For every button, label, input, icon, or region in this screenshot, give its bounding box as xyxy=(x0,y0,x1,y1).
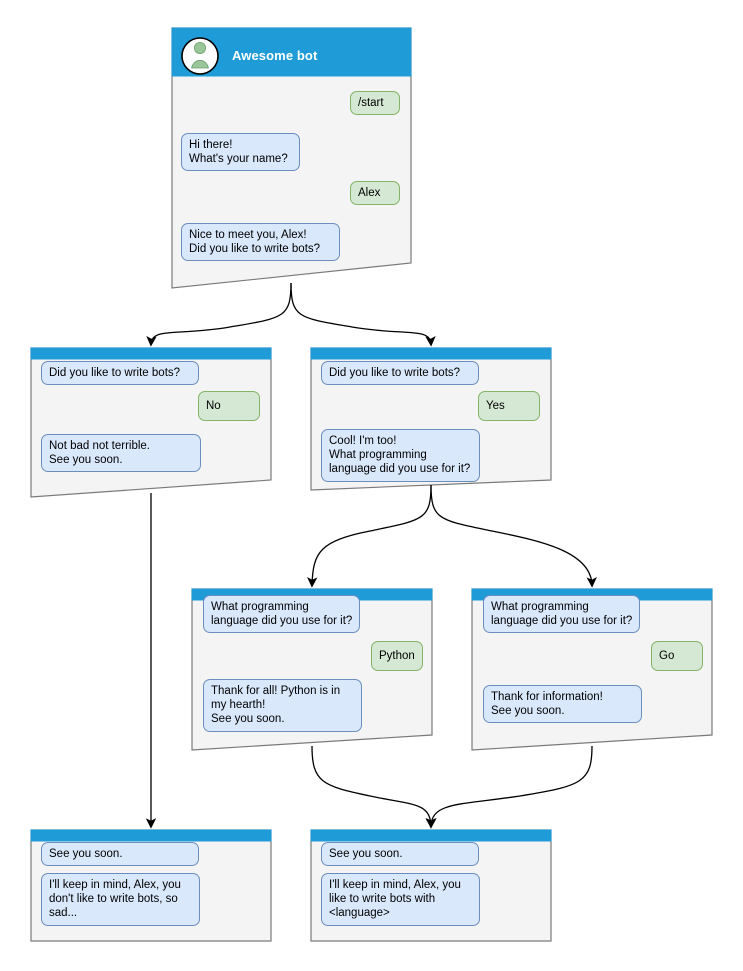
message-bubble-user[interactable]: Python xyxy=(371,641,423,671)
edge-start-to-yes xyxy=(290,282,436,347)
bot-title: Awesome bot xyxy=(232,48,318,63)
message-bubble-bot[interactable]: Did you like to write bots? xyxy=(41,361,199,386)
message-bubble-user[interactable]: /start xyxy=(350,91,400,116)
edge-yes-to-go xyxy=(430,484,597,588)
edge-start-to-no xyxy=(146,282,292,347)
message-bubble-bot[interactable]: Not bad not terrible. See you soon. xyxy=(41,434,201,473)
message-bubble-bot[interactable]: I'll keep in mind, Alex, you like to wri… xyxy=(321,873,480,926)
message-bubble-user[interactable]: No xyxy=(198,391,260,421)
person-icon xyxy=(191,42,209,69)
message-bubble-bot[interactable]: I'll keep in mind, Alex, you don't like … xyxy=(41,873,200,926)
message-bubble-bot[interactable]: Hi there! What's your name? xyxy=(181,133,300,172)
message-bubble-bot[interactable]: See you soon. xyxy=(41,842,199,867)
message-bubble-bot[interactable]: What programming language did you use fo… xyxy=(203,595,360,634)
message-bubble-bot[interactable]: Nice to meet you, Alex! Did you like to … xyxy=(181,223,340,262)
message-bubble-bot[interactable]: Thank for information! See you soon. xyxy=(483,685,642,724)
avatar xyxy=(181,37,219,75)
message-bubble-user[interactable]: Alex xyxy=(350,181,400,206)
message-bubble-bot[interactable]: What programming language did you use fo… xyxy=(483,595,640,634)
edge-python-to-end-happy xyxy=(311,745,436,829)
edge-yes-to-python xyxy=(307,484,432,588)
message-bubble-bot[interactable]: Cool! I'm too! What programming language… xyxy=(321,429,480,482)
message-bubble-bot[interactable]: Thank for all! Python is in my hearth! S… xyxy=(203,679,362,732)
message-bubble-bot[interactable]: Did you like to write bots? xyxy=(321,361,479,386)
message-bubble-user[interactable]: Yes xyxy=(478,391,540,421)
message-bubble-bot[interactable]: See you soon. xyxy=(321,842,479,867)
edge-go-to-end-happy xyxy=(426,745,593,829)
message-bubble-user[interactable]: Go xyxy=(651,641,703,671)
